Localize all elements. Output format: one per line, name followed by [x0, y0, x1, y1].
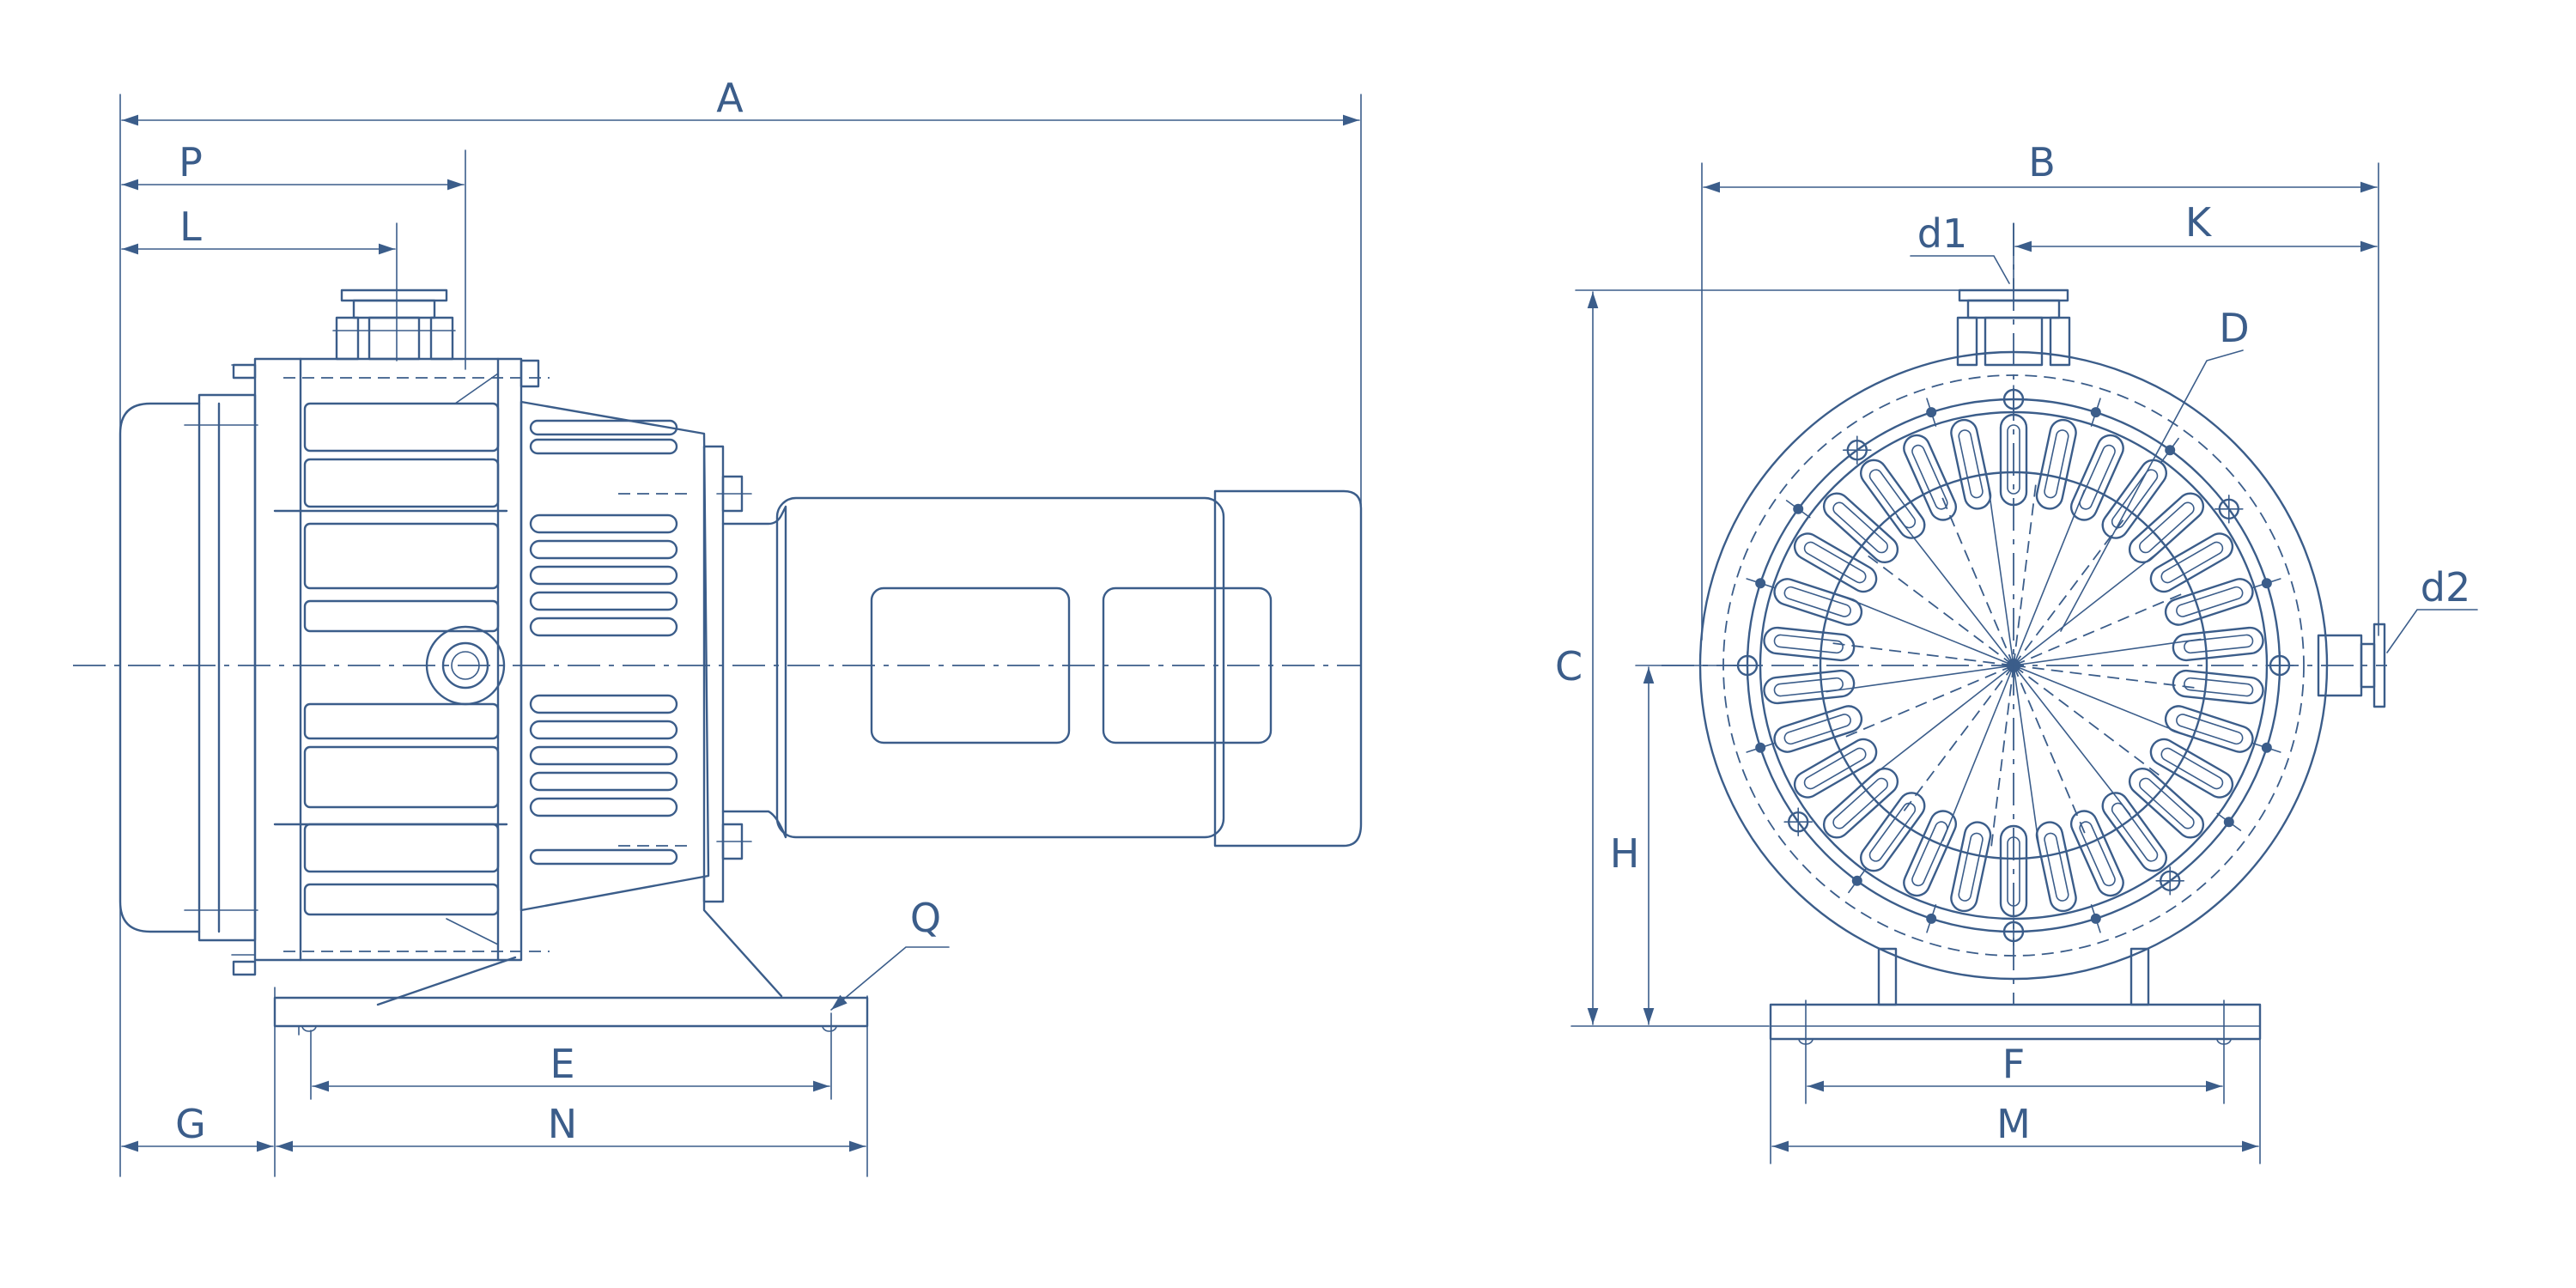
scroll-lobe	[2101, 792, 2168, 872]
scroll-lobe	[1793, 532, 1878, 593]
scroll-lobe	[1763, 626, 1856, 662]
bolt-symbol	[1926, 398, 1937, 427]
cone-fins	[529, 419, 687, 866]
side-view: A P L E N G Q	[73, 75, 1363, 1177]
dim-label-g: G	[175, 1101, 206, 1147]
scroll-lobe	[1822, 492, 1899, 564]
radial-line	[2013, 665, 2202, 690]
radial-line	[2013, 513, 2129, 666]
scroll-lobe	[2035, 821, 2077, 913]
radial-line	[2013, 665, 2166, 781]
radial-line	[2013, 638, 2202, 666]
radial-line	[1826, 665, 2014, 693]
radial-line	[2013, 591, 2188, 666]
radial-line	[1986, 477, 2014, 666]
radial-line	[1838, 593, 2014, 666]
bolt-symbol	[2155, 866, 2185, 896]
inlet-port-side	[332, 289, 456, 361]
radial-line	[1990, 665, 2014, 854]
radial-line	[1899, 665, 2014, 817]
scroll-lobe	[1950, 418, 1992, 510]
radial-line	[1862, 550, 2014, 666]
dim-label-h: H	[1610, 830, 1640, 877]
scroll-lobe	[1763, 669, 1856, 705]
dim-label-d2: d2	[2421, 564, 2470, 611]
bolt-symbol	[2252, 578, 2281, 589]
bolt-symbol	[2090, 904, 2101, 933]
scroll-lobe	[1822, 767, 1899, 839]
scroll-lobes	[1763, 413, 2264, 918]
scroll-lobe	[1773, 578, 1863, 626]
dim-label-e: E	[550, 1041, 574, 1087]
radial-line	[2013, 489, 2086, 666]
radial-line	[1839, 665, 2014, 740]
housing-fins	[273, 373, 508, 945]
radial-line	[2013, 665, 2088, 840]
bolt-symbol	[1785, 500, 1811, 519]
bolt-symbol	[2216, 812, 2242, 831]
bolt-symbol	[2090, 398, 2101, 427]
scroll-lobe	[2149, 738, 2234, 799]
radial-line	[1826, 641, 2014, 666]
dim-label-q: Q	[910, 895, 941, 941]
scroll-lobe	[1950, 821, 1992, 913]
scroll-lobe	[2172, 626, 2264, 662]
radial-line	[2013, 665, 2131, 816]
bolt-symbol	[1746, 742, 1775, 753]
bolt-symbol	[2252, 742, 2281, 753]
radial-line	[1863, 665, 2014, 783]
radial-line	[2013, 548, 2164, 666]
scroll-lobe	[2069, 810, 2124, 897]
bolt-symbol	[1746, 578, 1775, 589]
radial-line	[1939, 491, 2014, 666]
front-view: B K d1 D d2 C H F M	[1555, 139, 2478, 1164]
radial-line	[2013, 665, 2041, 854]
scroll-lobe	[2128, 767, 2205, 839]
scroll-lobe	[2035, 418, 2077, 510]
scroll-lobe	[1859, 459, 1926, 539]
bolt-symbol	[1842, 435, 1872, 465]
scroll-lobe	[2128, 492, 2205, 564]
scroll-lobe	[1773, 705, 1863, 753]
dim-label-c: C	[1555, 643, 1583, 690]
radial-line	[1896, 515, 2014, 666]
bolt-symbol	[1926, 904, 1937, 933]
dim-label-p: P	[179, 139, 203, 185]
dim-label-f: F	[2002, 1041, 2025, 1087]
dim-label-k: K	[2185, 199, 2213, 246]
scroll-lobe	[2164, 578, 2254, 626]
dim-label-m: M	[1996, 1101, 2031, 1147]
scroll-lobe	[2149, 532, 2234, 593]
radial-lines	[1826, 477, 2202, 854]
dim-label-d: D	[2219, 305, 2249, 351]
scroll-lobe	[2069, 434, 2124, 521]
radial-line	[1941, 665, 2014, 841]
radial-line	[2013, 477, 2038, 666]
dim-label-d1: d1	[1917, 210, 1967, 257]
scroll-lobe	[2164, 705, 2254, 753]
bolt-symbol	[2214, 494, 2244, 524]
scroll-lobe	[1859, 792, 1926, 872]
radial-line	[2013, 665, 2190, 738]
bolt-symbol	[1783, 807, 1814, 837]
scroll-lobe	[1903, 810, 1958, 897]
scroll-lobe	[2101, 459, 2168, 539]
scroll-lobe	[1903, 434, 1958, 521]
scroll-lobe	[2172, 669, 2264, 705]
scroll-lobe	[1793, 738, 1878, 799]
dim-label-a: A	[716, 75, 744, 121]
dim-label-n: N	[548, 1101, 577, 1147]
bolt-symbol	[2160, 437, 2179, 463]
dim-label-l: L	[179, 204, 202, 250]
dim-label-b: B	[2028, 139, 2056, 185]
bolt-symbol	[1848, 868, 1867, 894]
